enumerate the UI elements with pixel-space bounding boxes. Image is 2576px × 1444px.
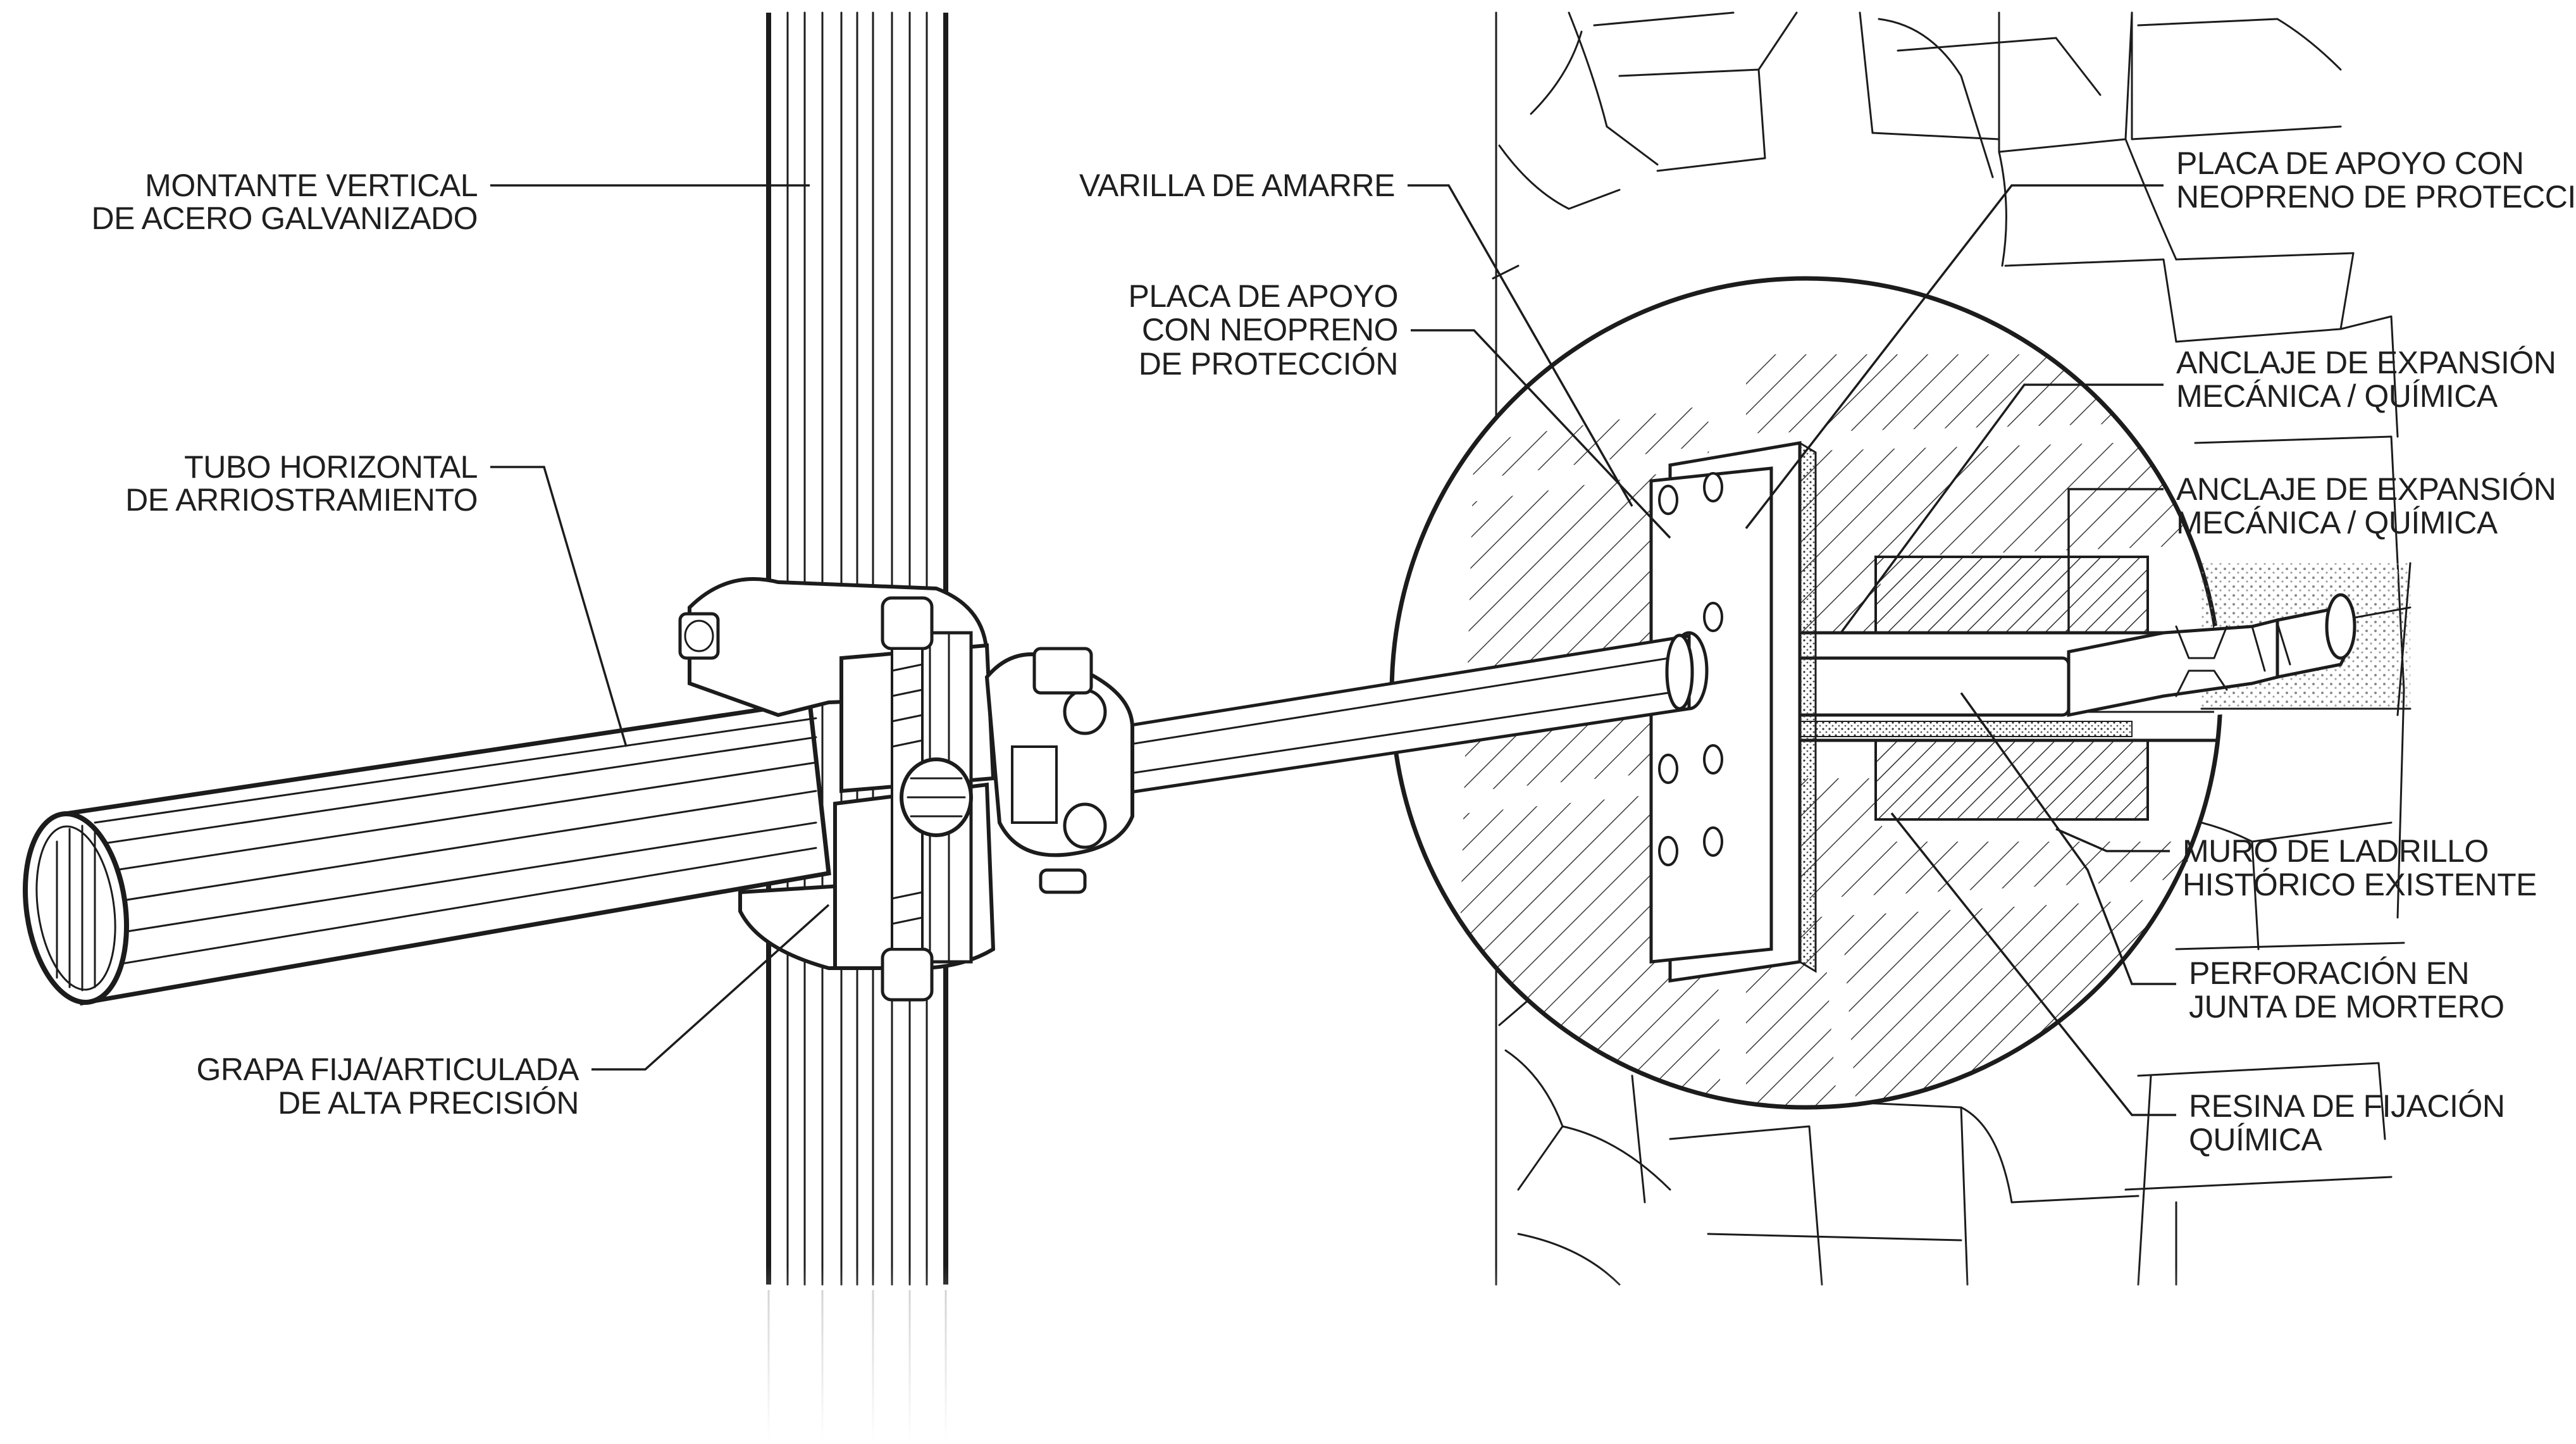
label-grapa-1: GRAPA FIJA/ARTICULADA [197, 1052, 580, 1087]
expansion-anchor [1788, 562, 2412, 718]
swivel-coupler [678, 577, 1134, 1002]
label-placa-right-2: NEOPRENO DE PROTECCIÓN [2176, 179, 2576, 215]
label-placa-right-1: PLACA DE APOYO CON [2176, 146, 2524, 181]
label-varilla: VARILLA DE AMARRE [1079, 168, 1395, 203]
label-perforacion-2: JUNTA DE MORTERO [2189, 989, 2505, 1024]
callout-labels: MONTANTE VERTICAL DE ACERO GALVANIZADO T… [91, 146, 2576, 1157]
leader-lines [490, 184, 2176, 1116]
label-montante-2: DE ACERO GALVANIZADO [91, 201, 478, 236]
label-tubo-1: TUBO HORIZONTAL [184, 449, 478, 485]
label-placa-left-1: PLACA DE APOYO [1128, 278, 1398, 314]
horizontal-bracing-tube [22, 700, 831, 1006]
label-resina-2: QUÍMICA [2189, 1122, 2323, 1157]
label-placa-left-2: CON NEOPRENO [1142, 312, 1398, 347]
label-montante-1: MONTANTE VERTICAL [145, 168, 478, 203]
label-resina-1: RESINA DE FIJACIÓN [2189, 1088, 2505, 1124]
bearing-plate [1649, 441, 1817, 983]
label-grapa-2: DE ALTA PRECISIÓN [278, 1085, 579, 1121]
label-perforacion-1: PERFORACIÓN EN [2189, 955, 2469, 991]
label-tubo-2: DE ARRIOSTRAMIENTO [125, 482, 478, 518]
label-anclaje1-2: MECÁNICA / QUÍMICA [2176, 378, 2498, 414]
label-placa-left-3: DE PROTECCIÓN [1139, 346, 1398, 382]
label-anclaje2-1: ANCLAJE DE EXPANSIÓN [2176, 471, 2556, 507]
label-anclaje2-2: MECÁNICA / QUÍMICA [2176, 505, 2498, 540]
tie-rod [1074, 633, 1694, 802]
label-muro-1: MURO DE LADRILLO [2183, 833, 2489, 869]
label-muro-2: HISTÓRICO EXISTENTE [2183, 867, 2537, 902]
label-anclaje1-1: ANCLAJE DE EXPANSIÓN [2176, 345, 2556, 380]
